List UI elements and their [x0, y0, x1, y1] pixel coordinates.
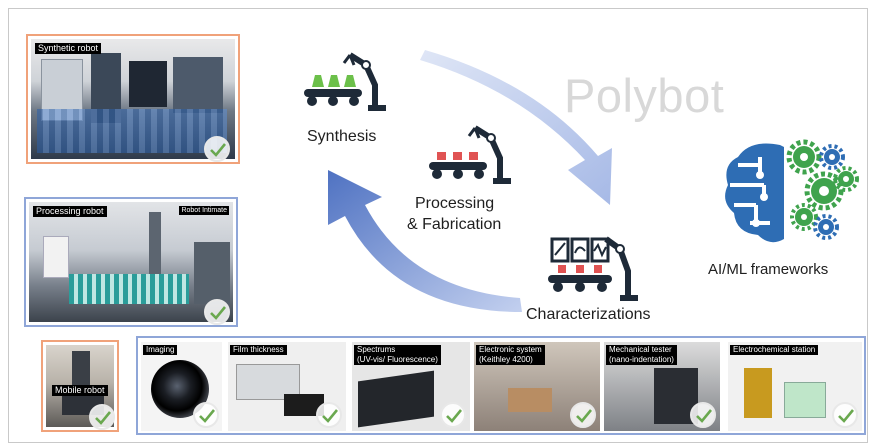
- processing-robot-icon: [429, 125, 511, 184]
- check-icon: [89, 404, 115, 430]
- synthesis-robot-icon: [304, 52, 386, 111]
- characterization-robot-icon: [548, 236, 638, 301]
- synthetic-robot-label: Synthetic robot: [35, 43, 102, 54]
- check-icon: [690, 402, 716, 428]
- check-icon: [316, 402, 342, 428]
- instrument-mechanical-tester: Mechanical tester (nano-indentation): [604, 342, 720, 431]
- arrow-characterization-to-synthesis: [328, 170, 522, 312]
- title-polybot: Polybot: [564, 69, 725, 122]
- instrument-electrochemical-station: Electrochemical station: [728, 342, 862, 431]
- check-icon: [204, 299, 230, 325]
- instrument-electronic-system: Electronic system (Keithley 4200): [474, 342, 600, 431]
- stage-ai-ml: AI/ML frameworks: [708, 261, 829, 278]
- stage-processing-line2: & Fabrication: [407, 216, 502, 233]
- ai-brain-gears-icon: [725, 139, 859, 243]
- instrument-panel: Imaging Film thickness Spectrums (UV-vis…: [136, 336, 866, 435]
- synthetic-robot-photo: Synthetic robot: [26, 34, 240, 164]
- check-icon: [193, 402, 219, 428]
- mobile-robot-photo: Mobile robot: [41, 340, 119, 432]
- instrument-imaging: Imaging: [141, 342, 222, 431]
- instrument-spectrums: Spectrums (UV-vis/ Fluorescence): [352, 342, 470, 431]
- check-icon: [832, 402, 858, 428]
- check-icon: [440, 402, 466, 428]
- instrument-film-thickness: Film thickness: [228, 342, 346, 431]
- mobile-robot-label: Mobile robot: [52, 385, 108, 396]
- stage-characterizations: Characterizations: [526, 306, 651, 323]
- stage-processing-line1: Processing: [415, 195, 495, 212]
- stage-synthesis: Synthesis: [307, 128, 377, 145]
- arrow-synthesis-to-characterization: [420, 50, 612, 205]
- check-icon: [204, 136, 230, 162]
- figure-frame: [8, 8, 868, 443]
- check-icon: [570, 402, 596, 428]
- processing-robot-sublabel: Robot Intimate: [179, 206, 229, 215]
- processing-robot-photo: Processing robot Robot Intimate: [24, 197, 238, 327]
- processing-robot-label: Processing robot: [33, 206, 107, 217]
